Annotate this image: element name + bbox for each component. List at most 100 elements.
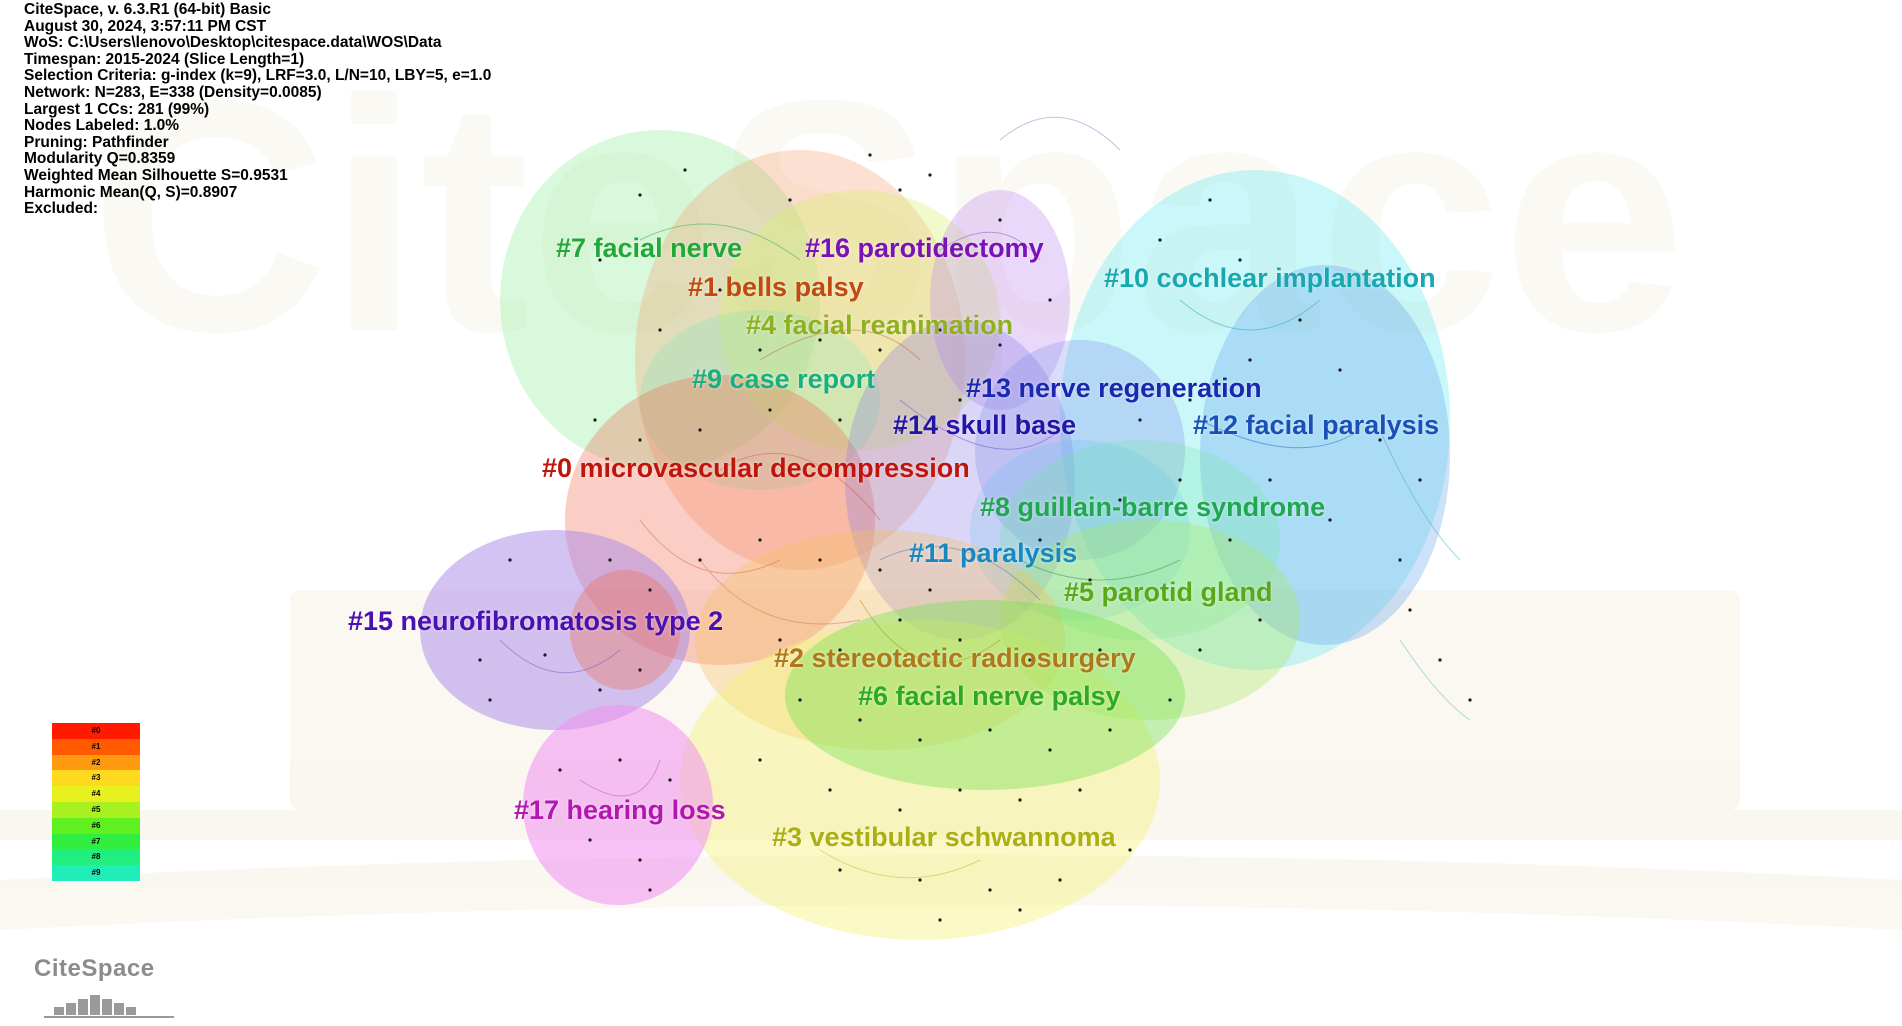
cluster-label-2[interactable]: #2 stereotactic radiosurgery: [774, 643, 1136, 673]
node: [648, 588, 652, 592]
cluster-region-10: [1060, 170, 1450, 670]
cluster-label-15[interactable]: #15 neurofibromatosis type 2: [348, 606, 724, 636]
node: [543, 653, 547, 657]
edge: [499, 639, 621, 674]
cluster-label-11[interactable]: #11 paralysis: [909, 538, 1078, 568]
cluster-label-5[interactable]: #5 parotid gland: [1064, 577, 1273, 607]
edge: [939, 231, 1041, 261]
cluster-region-9: [640, 310, 880, 490]
node: [1128, 848, 1132, 852]
node: [1018, 798, 1022, 802]
logo-graphic: [44, 995, 174, 1018]
node: [1138, 418, 1142, 422]
node: [898, 428, 902, 432]
network-nodes: [478, 153, 1472, 922]
node: [988, 888, 992, 892]
legend-swatch-2: #2: [52, 754, 140, 771]
node: [658, 328, 662, 332]
info-silhouette: Weighted Mean Silhouette S=0.9531: [24, 166, 288, 184]
info-version: CiteSpace, v. 6.3.R1 (64-bit) Basic: [24, 1, 271, 18]
legend-swatch-4: #4: [52, 786, 140, 802]
node: [768, 408, 772, 412]
node: [838, 418, 842, 422]
edge: [1179, 299, 1321, 331]
node: [1268, 478, 1272, 482]
node: [898, 188, 902, 192]
node: [1228, 538, 1232, 542]
cluster-region-13: [975, 340, 1185, 560]
edge: [759, 329, 921, 361]
edge: [639, 223, 801, 261]
cluster-label-17[interactable]: #17 hearing loss: [514, 795, 726, 825]
node: [1118, 498, 1122, 502]
node: [1158, 238, 1162, 242]
edge: [999, 116, 1121, 151]
legend-swatch-7: #7: [52, 833, 140, 850]
node: [1188, 398, 1192, 402]
cluster-label-3[interactable]: #3 vestibular schwannoma: [772, 822, 1116, 852]
cluster-label-6[interactable]: #6 facial nerve palsy: [858, 681, 1121, 711]
node: [1168, 698, 1172, 702]
info-pruning: Pruning: Pathfinder: [24, 133, 169, 151]
cluster-label-0[interactable]: #0 microvascular decompression: [542, 453, 970, 483]
node: [1408, 608, 1412, 612]
node: [638, 858, 642, 862]
cluster-label-13[interactable]: #13 nerve regeneration: [966, 373, 1262, 403]
info-timespan: Timespan: 2015-2024 (Slice Length=1): [24, 50, 305, 68]
citespace-logo: CiteSpace: [24, 955, 184, 1020]
cluster-region-15: [420, 530, 690, 730]
node: [918, 878, 922, 882]
edge: [1199, 419, 1361, 449]
cluster-label-4[interactable]: #4 facial reanimation: [746, 310, 1014, 340]
cluster-region-1: [635, 150, 965, 570]
info-panel: CiteSpace, v. 6.3.R1 (64-bit) Basic Augu…: [24, 1, 492, 218]
node: [1198, 648, 1202, 652]
node: [1338, 368, 1342, 372]
cluster-region-17: [523, 705, 713, 905]
info-selection-criteria: Selection Criteria: g-index (k=9), LRF=3…: [24, 67, 492, 85]
node: [1018, 908, 1022, 912]
node: [698, 558, 702, 562]
cluster-label-9[interactable]: #9 case report: [692, 364, 876, 394]
cluster-label-1[interactable]: #1 bells palsy: [688, 272, 864, 302]
cluster-label-8[interactable]: #8 guillain-barre syndrome: [980, 492, 1326, 522]
node: [618, 758, 622, 762]
node: [958, 398, 962, 402]
node: [1468, 698, 1472, 702]
node: [608, 558, 612, 562]
cluster-label-10[interactable]: #10 cochlear implantation: [1104, 263, 1436, 293]
legend-swatch-1: #1: [52, 738, 140, 755]
watermark-text: CiteSpace: [90, 31, 1686, 402]
cluster-label-12[interactable]: #12 facial paralysis: [1193, 410, 1440, 440]
cluster-label-7[interactable]: #7 facial nerve: [556, 233, 743, 263]
node: [1398, 558, 1402, 562]
node: [918, 738, 922, 742]
info-nodes-labeled: Nodes Labeled: 1.0%: [24, 117, 180, 135]
node: [868, 153, 872, 157]
node: [1058, 878, 1062, 882]
node: [598, 258, 602, 262]
cluster-label-14[interactable]: #14 skull base: [893, 410, 1077, 440]
logo-text: CiteSpace: [34, 955, 155, 982]
node: [668, 778, 672, 782]
info-excluded: Excluded:: [24, 200, 99, 218]
node: [488, 698, 492, 702]
legend-swatch-3: #3: [52, 770, 140, 787]
node: [638, 193, 642, 197]
cluster-region-8: [1000, 440, 1280, 640]
info-modularity: Modularity Q=0.8359: [24, 150, 176, 168]
node: [998, 343, 1002, 347]
node: [1238, 258, 1242, 262]
node: [1028, 658, 1032, 662]
node: [558, 768, 562, 772]
node: [1088, 578, 1092, 582]
info-harmonic-mean: Harmonic Mean(Q, S)=0.8907: [24, 183, 238, 201]
node: [1258, 618, 1262, 622]
node: [818, 558, 822, 562]
legend-swatch-8: #8: [52, 849, 140, 866]
cluster-label-16[interactable]: #16 parotidectomy: [805, 233, 1044, 263]
node: [1248, 358, 1252, 362]
cluster-region-16: [930, 190, 1070, 410]
node: [988, 728, 992, 732]
